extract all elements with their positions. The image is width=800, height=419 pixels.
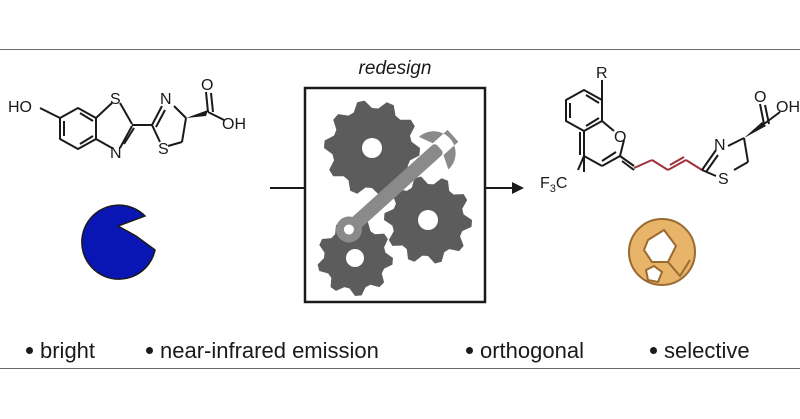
left-molecule-labels: HO S N N S O OH	[8, 77, 246, 162]
right-benzene-ring	[565, 89, 603, 132]
label-ho: HO	[8, 99, 32, 116]
gear-hole	[418, 210, 438, 230]
label-oh: OH	[222, 116, 246, 133]
gear-hole	[346, 249, 364, 267]
bullet-dot-icon	[146, 347, 153, 355]
label-o: O	[201, 77, 213, 94]
label-s2: S	[158, 141, 169, 158]
right-molecule	[565, 80, 635, 172]
label-ring-o: O	[614, 129, 626, 146]
left-molecule	[39, 91, 225, 150]
bullet-dot-icon	[26, 347, 33, 355]
polyene-linker	[633, 156, 703, 171]
bullet-text: near-infrared emission	[160, 338, 379, 363]
gear-hole	[362, 138, 382, 158]
top-divider	[0, 49, 800, 50]
right-thiazoline	[701, 103, 781, 177]
label-n1: N	[110, 145, 122, 162]
bullet-item: near-infrared emission	[146, 338, 379, 364]
bullet-item: orthogonal	[466, 338, 584, 364]
benzene-ring	[59, 107, 97, 150]
label-f3c: F3C	[540, 175, 567, 195]
bullet-text: bright	[40, 338, 96, 363]
bullet-text: orthogonal	[480, 338, 584, 363]
gear-group	[317, 100, 472, 296]
bottom-divider	[0, 368, 800, 369]
label-o: O	[754, 89, 766, 106]
feature-bullets: bright near-infrared emission orthogonal…	[0, 338, 800, 366]
pacman-enzyme-icon	[81, 204, 156, 280]
redesign-label: redesign	[358, 58, 432, 79]
bullet-text: selective	[664, 338, 750, 363]
wrench-icon	[335, 129, 459, 243]
bullet-dot-icon	[650, 347, 657, 355]
label-n: N	[714, 137, 726, 154]
label-s1: S	[110, 91, 121, 108]
label-s: S	[718, 171, 729, 188]
label-r: R	[596, 65, 608, 82]
bullet-item: bright	[26, 338, 95, 364]
bullet-item: selective	[650, 338, 750, 364]
label-oh: OH	[776, 99, 800, 116]
bullet-dot-icon	[466, 347, 473, 355]
output-arrow-head-icon	[512, 182, 524, 194]
right-molecule-labels: R O F3C N S O OH	[540, 65, 800, 195]
engineered-enzyme-icon	[628, 218, 696, 286]
label-n2: N	[160, 91, 172, 108]
